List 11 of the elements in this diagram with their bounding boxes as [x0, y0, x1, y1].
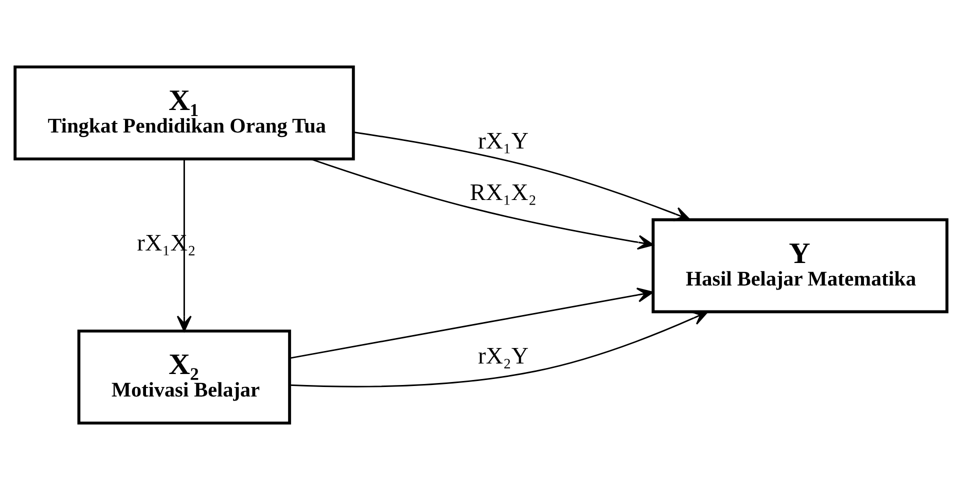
- edge-label: rX₁Y: [478, 128, 528, 154]
- arrow: [176, 159, 192, 332]
- arrow: [290, 288, 654, 359]
- edge-label: RX₁X₂: [470, 180, 537, 206]
- node-box: X₁ Tingkat Pendidikan Orang Tua: [14, 65, 355, 160]
- node-box: Y Hasil Belajar Matematika: [652, 218, 948, 314]
- arrow: [290, 311, 708, 388]
- arrow: [310, 158, 654, 250]
- arrow: [354, 132, 690, 222]
- edge-label: rX₂Y: [478, 343, 528, 370]
- node-box: X₂ Motivasi Belajar: [77, 330, 292, 425]
